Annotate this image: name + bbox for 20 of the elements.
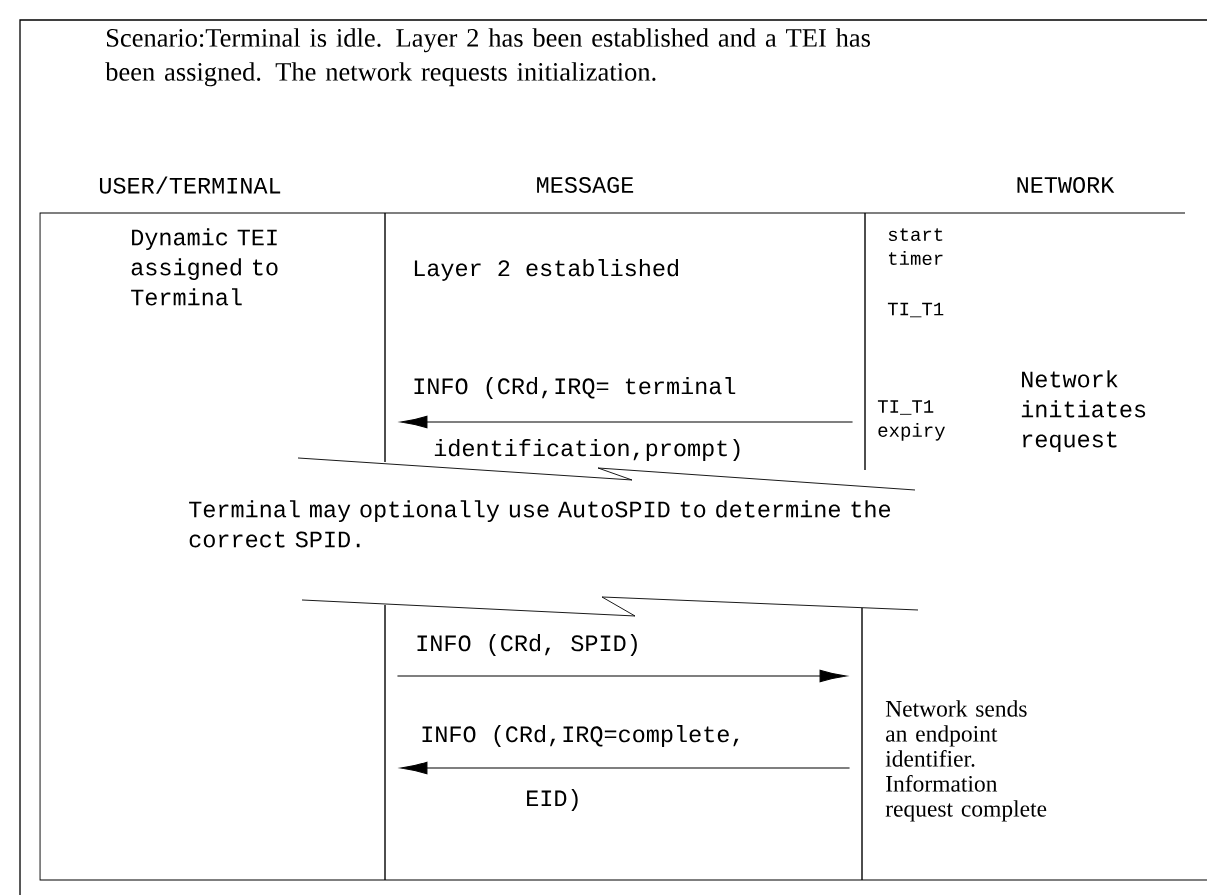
lifeline [864, 212, 866, 471]
scenario-note: Scenario:Terminal is idle. Layer 2 has been established and a TEI has been assigned. The network requests initialization. [105, 28, 870, 87]
message-label: INFO (CRd,IRQ=complete, [422, 725, 739, 747]
column-heading: NETWORK [1017, 177, 1115, 193]
arrow [400, 415, 854, 429]
arrow [396, 669, 847, 683]
note: Terminal may optionally use AutoSPID to determine the correct SPID. [189, 500, 891, 548]
timer-note: TI_T1 [887, 302, 944, 318]
column-heading: USER/TERMINAL [100, 176, 281, 194]
message-label: INFO (CRd,IRQ= terminal [414, 377, 736, 399]
note: Network initiates request [1021, 370, 1146, 453]
lifeline [384, 604, 386, 881]
arrow [400, 761, 851, 775]
message-label: EID) [527, 789, 578, 811]
lifeline [384, 212, 386, 463]
message-label: identification,prompt) [434, 439, 740, 461]
column-heading: MESSAGE [537, 177, 634, 193]
lifeline [861, 607, 863, 881]
timer-note: TI_T1 expiry [877, 400, 945, 441]
note: Dynamic TEI assigned to Terminal [131, 228, 278, 306]
